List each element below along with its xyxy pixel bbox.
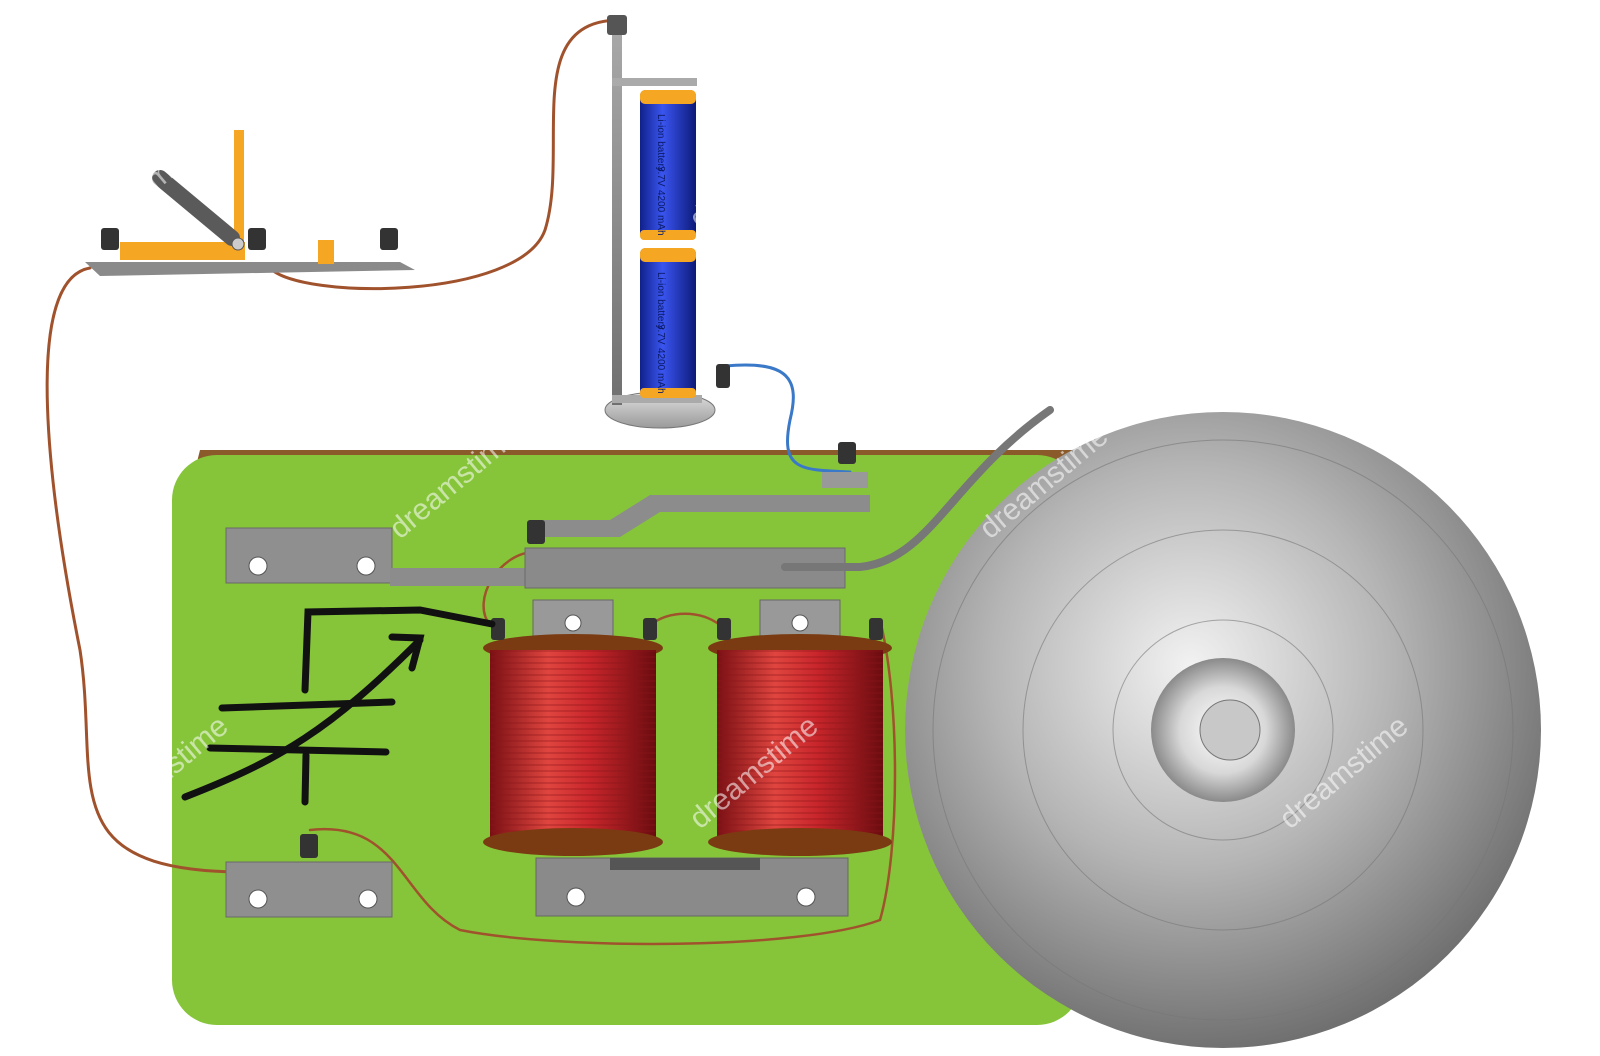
symbol-diagonal [181,636,424,801]
bracket-top-screw-1 [248,556,268,576]
coil-right-pole-screw [791,614,809,632]
symbol-plate-2 [206,744,390,756]
battery-cell-cap [640,90,696,104]
switch-brass-stop [318,240,334,264]
coil-left-winding-lines [490,650,656,840]
armature [390,406,1054,589]
coil-left-pole-screw [564,614,582,632]
hammer-rod [781,406,1054,571]
variable-capacitor-symbol [181,606,496,806]
symbol-arrow-head [388,633,425,672]
armature-bracket-top [225,527,393,584]
coil-right-terminal-1 [717,618,731,640]
bracket-bottom-block [225,861,393,918]
armature-knob [527,520,545,544]
battery-label-line-1: Li-ion battery [655,272,666,330]
terminal-bracket-bottom [225,834,393,918]
switch-terminal-knob-1 [101,228,119,250]
switch-base-plate [85,262,415,276]
battery-label-line-3: 4200 mAh [655,190,666,236]
battery-label-line-2: 3.7V [655,166,666,187]
yoke-screw-2 [796,887,816,907]
battery-cell-base [640,230,696,240]
bracket-bottom-screw-1 [248,889,268,909]
switch-upright [234,130,244,250]
bell-gong [905,412,1541,1048]
yoke [535,857,849,917]
stand-top-bracket [612,78,697,86]
yoke-shadow [610,858,760,870]
watermark-text: dreamstime [683,109,824,235]
bracket-bottom-screw-2 [358,889,378,909]
battery-cell-body [640,90,696,240]
symbol-lead-top [301,606,496,694]
wire-switch-to-battery [268,18,622,291]
bracket-top-screw-2 [356,556,376,576]
gong-ring-middle [1022,529,1424,931]
coil-right-bottom-flange [708,828,892,856]
gong-ring-outer [932,439,1514,1021]
bracket-bottom-knob [300,834,318,858]
switch-handle[interactable] [152,170,240,246]
wires [45,18,897,946]
battery-cell-cap [640,248,696,262]
gong-ring-inner [1112,619,1334,841]
battery-cell-base [640,388,696,398]
contact-arm [540,495,870,537]
switch-terminal-knob-2 [248,228,266,250]
watermark-text: dreamstime [1273,109,1414,235]
symbol-plate-1 [218,698,396,712]
stand-terminal [716,364,730,388]
wire-switch-to-terminal [45,266,307,874]
coil-left [483,599,663,856]
stand-bottom-bracket [612,395,702,403]
contact-screw-knob [838,442,856,464]
stand-rod [612,30,622,405]
battery-label-line-3: 4200 mAh [655,348,666,394]
switch-terminal-knob-3 [380,228,398,250]
switch-pivot-screw [231,237,245,251]
coil-left-terminal-2 [643,618,657,640]
battery-stand [604,15,730,429]
battery-label-line-2: 3.7V [655,324,666,345]
coil-right-winding-lines [717,650,883,840]
coil-right-terminal-2 [869,618,883,640]
knife-switch[interactable] [85,130,415,276]
symbol-lead-bottom [301,751,310,806]
stand-top-cap [607,15,627,35]
wire-terminal-to-coil [308,618,897,946]
battery-cell-body [640,248,696,398]
wire-battery-to-contact [723,363,852,474]
battery-label-line-1: Li-ion battery [655,114,666,172]
electromagnet [483,599,892,917]
yoke-screw-1 [566,887,586,907]
coil-right [708,599,892,856]
coil-left-bottom-flange [483,828,663,856]
gong-bolt [1199,699,1261,761]
switch-brass-strip-left [120,242,245,260]
contact-screw-assembly [540,442,870,537]
contact-bracket [822,472,868,488]
